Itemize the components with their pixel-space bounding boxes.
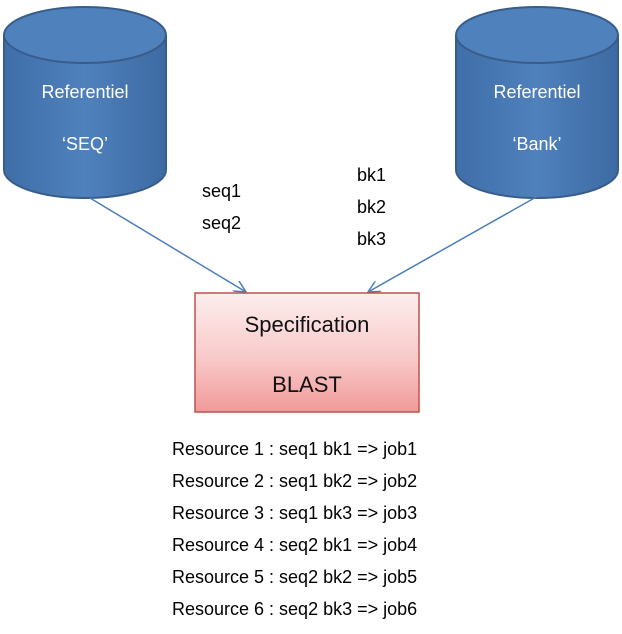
resource-item: Resource 3 : seq1 bk3 => job3 (172, 503, 418, 523)
database-bank-title: Referentiel (493, 82, 581, 102)
bank-label: bk1 (357, 165, 387, 185)
database-bank-cylinder (455, 6, 619, 199)
specification-program: BLAST (272, 372, 342, 397)
resource-item: Resource 1 : seq1 bk1 => job1 (172, 439, 418, 459)
resource-list: Resource 1 : seq1 bk1 => job1 Resource 2… (172, 433, 417, 625)
specification-box (194, 292, 420, 413)
database-seq-cylinder (3, 6, 167, 199)
specification-title: Specification (244, 312, 370, 337)
bank-label: bk3 (357, 229, 387, 249)
resource-item: Resource 2 : seq1 bk2 => job2 (172, 471, 418, 491)
database-seq-name: ‘SEQ’ (61, 134, 108, 154)
seq-label: seq2 (202, 213, 242, 233)
database-seq-title: Referentiel (41, 82, 129, 102)
bank-label: bk2 (357, 197, 387, 217)
arrow-bank-to-spec (368, 195, 539, 292)
seq-label: seq1 (202, 181, 242, 201)
database-bank-name: ‘Bank’ (512, 134, 562, 154)
resource-item: Resource 6 : seq2 bk3 => job6 (172, 599, 418, 619)
arrow-seq-to-spec (89, 197, 246, 292)
resource-item: Resource 4 : seq2 bk1 => job4 (172, 535, 418, 555)
resource-item: Resource 5 : seq2 bk2 => job5 (172, 567, 418, 587)
